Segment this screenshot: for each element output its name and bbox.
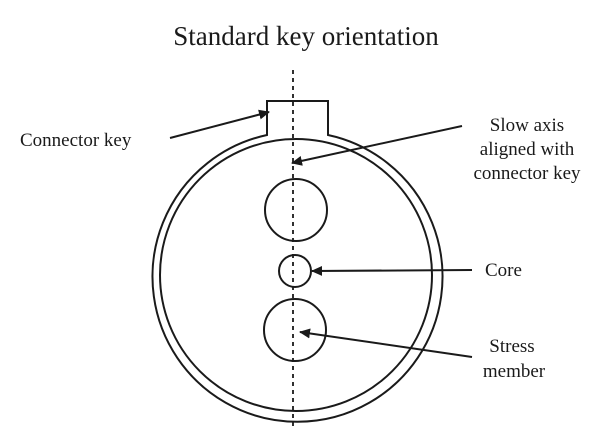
- label-core: Core: [485, 260, 522, 281]
- label-slow-axis-line1: Slow axis: [490, 115, 564, 136]
- core-circle: [278, 254, 312, 288]
- label-slow-axis-line2: aligned with: [480, 139, 575, 160]
- arrow-stress-member: [299, 328, 473, 358]
- label-stress-line2: member: [483, 361, 546, 382]
- label-slow-axis-line3: connector key: [473, 163, 581, 184]
- stress-member-upper: [264, 178, 328, 242]
- diagram-title: Standard key orientation: [173, 21, 439, 51]
- arrow-slow-axis: [291, 125, 463, 166]
- connector-inner-ring: [159, 138, 433, 412]
- label-connector-key: Connector key: [20, 130, 132, 151]
- connector-outer-ring: [151, 100, 444, 423]
- arrow-connector-key: [169, 109, 270, 139]
- stress-member-lower: [263, 298, 327, 362]
- label-stress-line1: Stress: [489, 336, 534, 357]
- arrow-core: [311, 265, 473, 276]
